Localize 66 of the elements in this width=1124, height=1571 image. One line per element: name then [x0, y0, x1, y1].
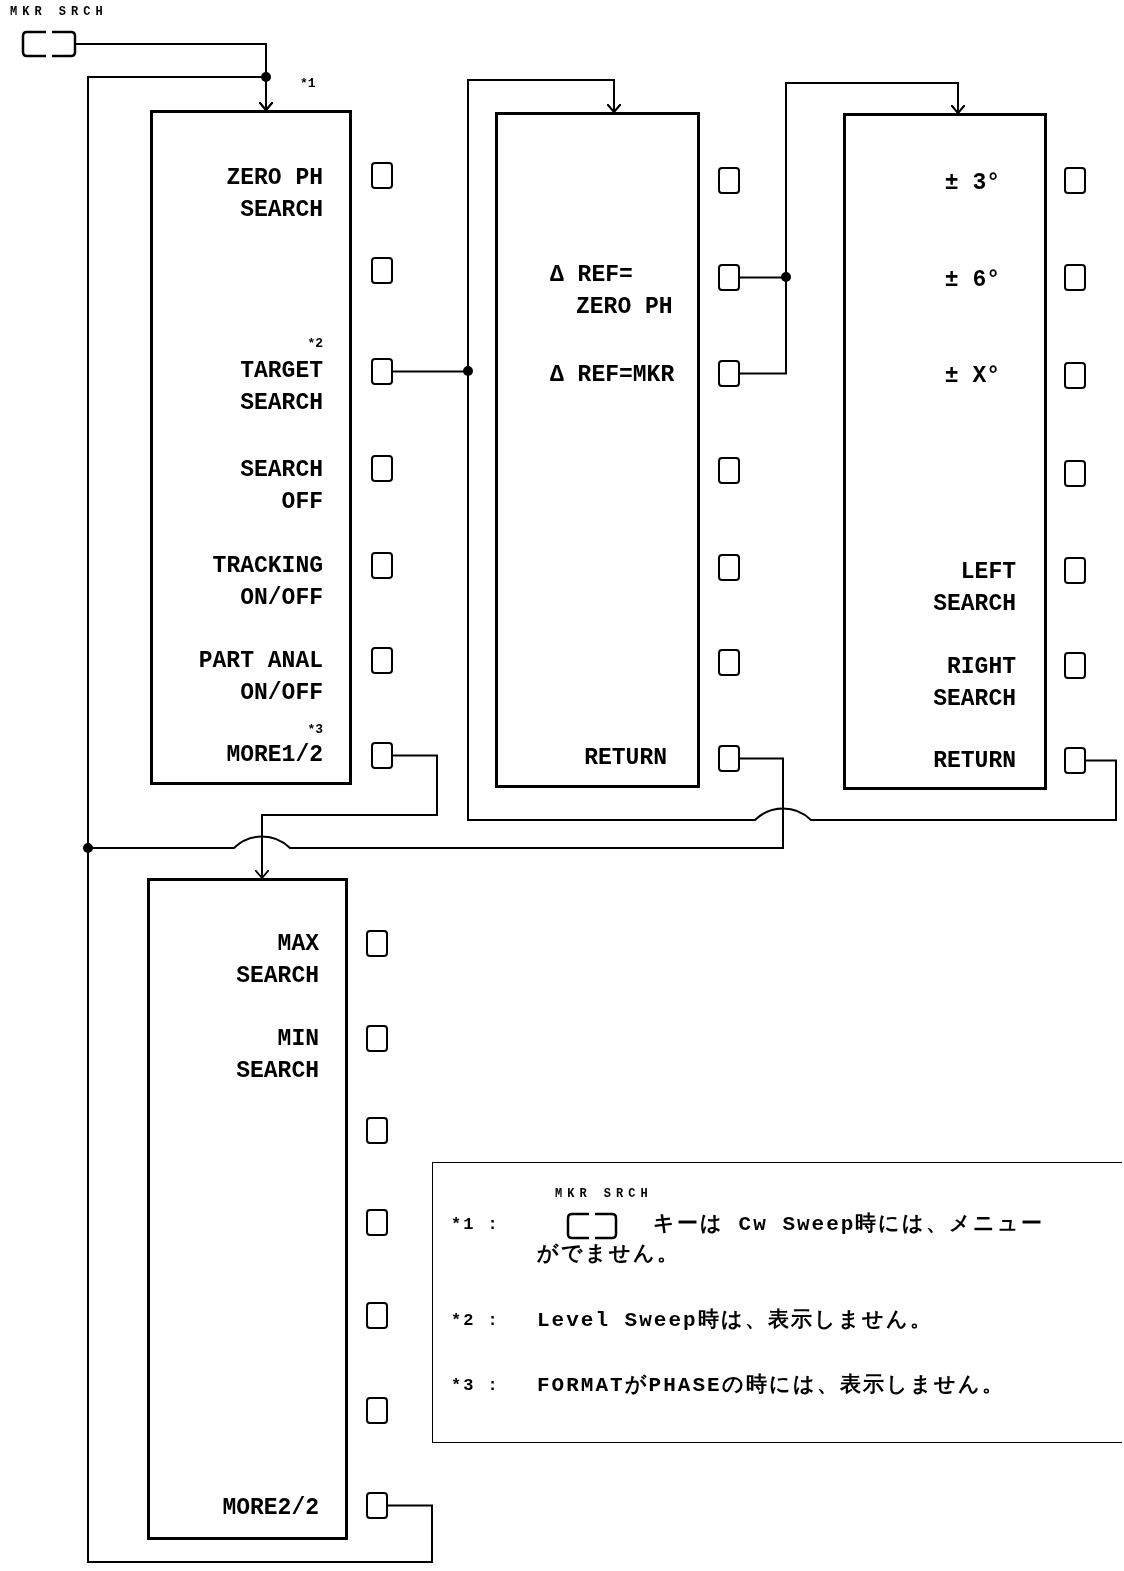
menu-panel [147, 878, 348, 1540]
menu-label: RETURN [933, 747, 1016, 776]
menu-label: TRACKING ON/OFF [211, 552, 323, 613]
menu-panel [150, 110, 352, 785]
note-box [432, 1162, 1122, 1443]
softkey-button [1064, 264, 1086, 291]
menu-label: TARGET SEARCH [239, 357, 323, 418]
connector [87, 76, 784, 849]
menu-panel [843, 113, 1047, 790]
connector [467, 79, 1117, 821]
softkey-button [371, 358, 393, 385]
key-label: MKR SRCH [555, 1187, 653, 1201]
footnote-mark: *1 [300, 76, 316, 92]
softkey-button [1064, 460, 1086, 487]
softkey-button [1064, 652, 1086, 679]
softkey-button [371, 455, 393, 482]
menu-label: SEARCH OFF [239, 456, 323, 517]
connector [739, 82, 966, 375]
note-text: FORMATがPHASEの時には、表示しません。 [537, 1372, 1005, 1399]
softkey-button [366, 1209, 388, 1236]
menu-panel [495, 112, 700, 788]
menu-label: LEFT SEARCH [932, 558, 1016, 619]
softkey-button [718, 554, 740, 581]
softkey-button [718, 457, 740, 484]
softkey-button [718, 745, 740, 772]
softkey-button [371, 257, 393, 284]
menu-label: RETURN [584, 744, 667, 773]
note-text: キーは Cw Sweep時には、メニューがでません。 [537, 1211, 1046, 1268]
menu-label: ± X° [944, 362, 1000, 391]
softkey-button [366, 1025, 388, 1052]
softkey-button [366, 1302, 388, 1329]
softkey-button [1064, 167, 1086, 194]
softkey-button [371, 552, 393, 579]
footnote-mark: *2 [307, 336, 323, 352]
footnote-mark: *3 : [451, 1375, 500, 1397]
menu-label: MAX SEARCH [235, 930, 319, 991]
menu-label: PART ANAL ON/OFF [197, 647, 323, 708]
softkey-button [1064, 557, 1086, 584]
menu-label: MORE1/2 [226, 741, 323, 770]
menu-label: MORE2/2 [222, 1494, 319, 1523]
softkey-button [718, 360, 740, 387]
softkey-button [718, 649, 740, 676]
softkey-button [371, 162, 393, 189]
softkey-button [366, 1397, 388, 1424]
key-label: MKR SRCH [10, 5, 108, 19]
softkey-button [371, 742, 393, 769]
note-text: Level Sweep時は、表示しません。 [537, 1307, 933, 1334]
softkey-button [1064, 362, 1086, 389]
menu-label: Δ REF= ZERO PH [550, 261, 674, 322]
footnote-mark: *2 : [451, 1310, 500, 1332]
softkey-button [371, 647, 393, 674]
footnote-mark: *3 [307, 722, 323, 738]
softkey-button [366, 930, 388, 957]
menu-label: RIGHT SEARCH [932, 653, 1016, 714]
menu-label: ZERO PH SEARCH [225, 164, 323, 225]
softkey-button [718, 167, 740, 194]
softkey-button [1064, 747, 1086, 774]
footnote-mark: *1 : [451, 1214, 500, 1236]
menu-label: Δ REF=MKR [550, 361, 675, 390]
softkey-button [366, 1117, 388, 1144]
softkey-button [718, 264, 740, 291]
menu-label: MIN SEARCH [235, 1025, 319, 1086]
menu-label: ± 3° [944, 169, 1000, 198]
connector [254, 754, 438, 879]
menu-label: ± 6° [944, 266, 1000, 295]
softkey-button [366, 1492, 388, 1519]
